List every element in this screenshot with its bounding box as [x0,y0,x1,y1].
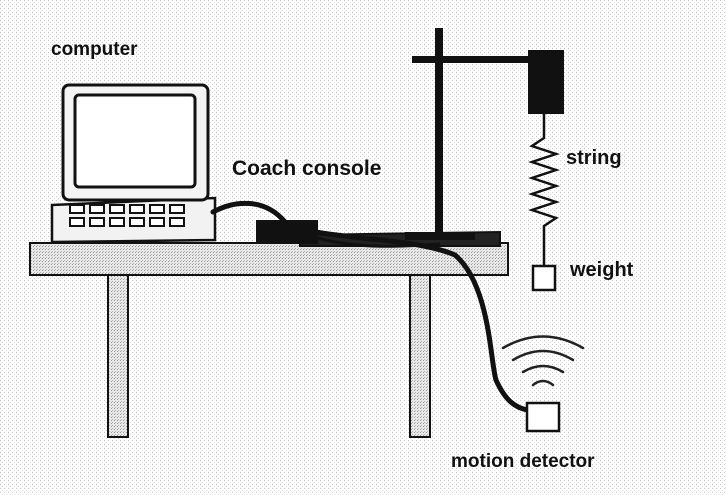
computer-keys [69,204,185,227]
table-leg-left [107,274,129,438]
computer-label: computer [51,39,138,60]
table-leg-right [409,274,431,438]
stand-arm [412,56,534,63]
weight-block [531,264,557,292]
computer-screen [73,93,197,189]
motion-detector-box [525,401,561,433]
coach-console-label: Coach console [232,157,382,180]
stand-base [405,232,475,240]
coach-console-box [256,220,318,244]
stand-pole [435,28,443,240]
sound-wave-icon [501,335,585,387]
motion-detector-label: motion detector [451,451,595,472]
detector-cable [313,229,531,413]
computer-cable [210,200,288,225]
console-cable-loop [317,236,441,248]
string-label: string [566,147,622,169]
weight-label: weight [570,259,634,281]
spring [528,114,560,266]
sensor-block [528,50,564,114]
